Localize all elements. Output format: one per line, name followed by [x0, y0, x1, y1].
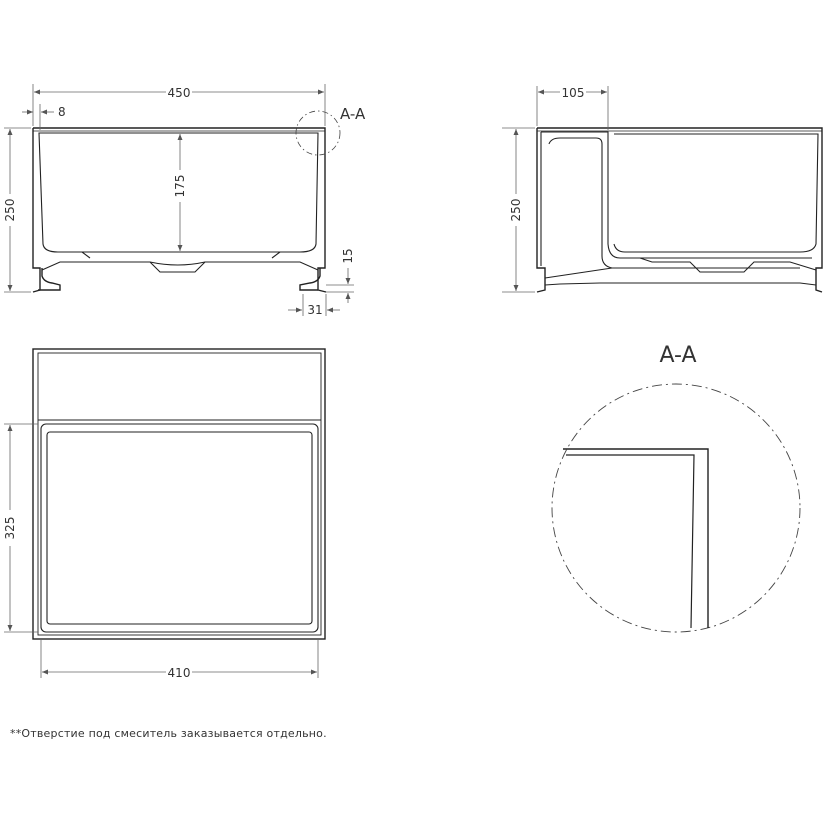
side-shelf-block	[540, 131, 812, 269]
detail-circle	[551, 383, 801, 633]
dim-450: 450	[168, 86, 191, 100]
dim-31: 31	[307, 303, 322, 317]
front-view	[32, 127, 327, 293]
top-view	[32, 348, 326, 640]
dim-410: 410	[168, 666, 191, 680]
detail-title: A-A	[659, 343, 696, 368]
dim-8: 8	[58, 105, 66, 119]
front-base-profile	[41, 261, 319, 273]
dim-15: 15	[341, 248, 355, 263]
front-body-bottom	[38, 268, 321, 291]
top-basin-inner	[46, 431, 313, 625]
detail-view	[551, 383, 801, 633]
footnote: **Отверстие под смеситель заказывается о…	[10, 727, 327, 740]
top-basin-outer	[40, 423, 319, 633]
dim-250-front: 250	[3, 199, 17, 222]
top-rim-rect	[37, 352, 322, 636]
front-drain-profile	[81, 251, 281, 266]
top-outer-rect	[32, 348, 326, 640]
dim-250-side: 250	[509, 199, 523, 222]
detail-inner-wall	[566, 454, 695, 629]
dim-175: 175	[173, 175, 187, 198]
side-basin-inner	[613, 133, 819, 253]
detail-rim-profile	[563, 448, 709, 628]
front-outer-outline	[32, 127, 327, 293]
dim-105: 105	[562, 86, 585, 100]
front-inner-bowl	[38, 132, 319, 253]
section-marker-label: A-A	[340, 105, 366, 123]
side-dimensions	[502, 86, 609, 293]
side-outer-outline	[536, 127, 823, 293]
section-marker-circle	[295, 110, 341, 156]
side-base-profile	[544, 257, 817, 286]
front-dimensions	[4, 84, 354, 316]
dim-325: 325	[3, 517, 17, 540]
side-view	[536, 127, 823, 293]
top-dimensions	[4, 423, 319, 678]
